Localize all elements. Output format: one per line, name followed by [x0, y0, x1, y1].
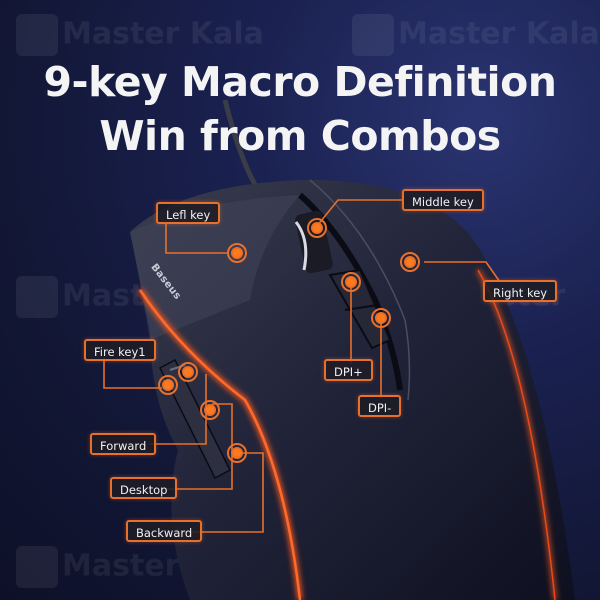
- watermark: Master Kala: [16, 14, 264, 56]
- callout-desktop: Desktop: [110, 477, 178, 499]
- watermark: Master Kala: [352, 14, 600, 56]
- callout-left-key: Lefl key: [156, 202, 221, 224]
- callout-right-key: Right key: [483, 280, 558, 302]
- callout-backward: Backward: [126, 520, 203, 542]
- callout-middle-key: Middle key: [402, 189, 484, 211]
- headline-line-2: Win from Combos: [99, 112, 501, 160]
- callout-dpi-plus: DPI+: [324, 359, 373, 381]
- headline-line-1: 9-key Macro Definition: [43, 58, 557, 106]
- callout-fire-key1: Fire key1: [84, 339, 156, 361]
- callout-forward: Forward: [90, 433, 157, 455]
- callout-dpi-minus: DPI-: [358, 395, 402, 417]
